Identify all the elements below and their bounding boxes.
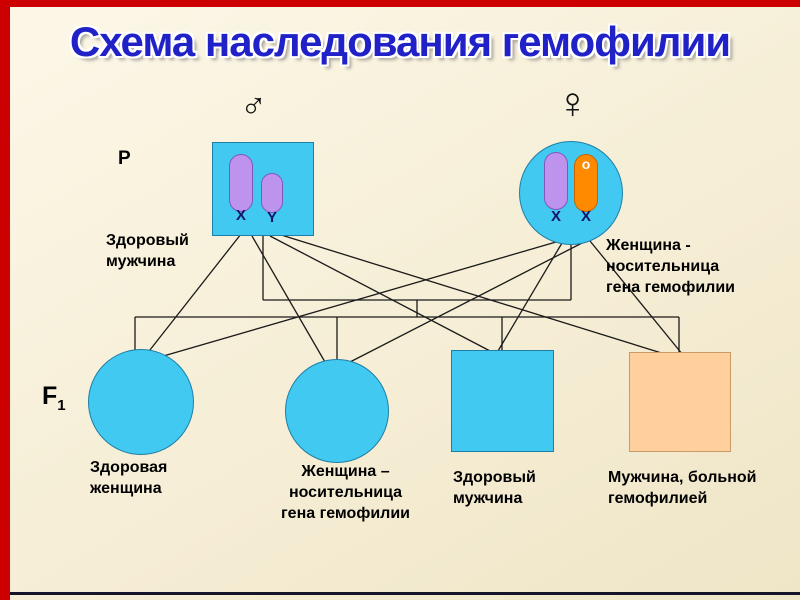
- female-symbol-icon: ♀: [556, 79, 589, 128]
- mother-carrier-x-chromosome: [574, 154, 598, 212]
- f1-base: F: [42, 382, 58, 410]
- mother-carrier-x-letter: X: [580, 208, 591, 225]
- father-y-letter: Y: [266, 209, 277, 226]
- top-red-bar: [0, 0, 800, 7]
- child-healthy-woman-label: Здоровая женщина: [90, 459, 168, 497]
- slide-title: Схема наследования гемофилии: [69, 18, 731, 65]
- child-carrier-woman-shape: [285, 359, 389, 463]
- child-affected-man-label: Мужчина, больной гемофилией: [608, 469, 757, 507]
- father-shape: X Y: [212, 142, 314, 236]
- father-label: Здоровый мужчина: [106, 232, 189, 270]
- child-affected-man-shape: [629, 352, 731, 452]
- mother-x-chromosome: [544, 152, 568, 210]
- father-x-chromosome: [229, 154, 253, 212]
- generation-f1-label: F1: [42, 382, 66, 414]
- child-carrier-woman-label: Женщина – носительница гена гемофилии: [281, 463, 410, 522]
- child-healthy-woman-shape: [88, 349, 194, 455]
- hemophilia-allele-marker: o: [581, 156, 591, 172]
- mother-label: Женщина - носительница гена гемофилии: [606, 237, 735, 296]
- child-healthy-man-label: Здоровый мужчина: [453, 469, 536, 507]
- left-red-bar: [0, 0, 10, 600]
- father-y-chromosome: [261, 173, 283, 213]
- mother-shape: o X X: [519, 141, 623, 245]
- f1-subscript: 1: [57, 397, 66, 414]
- father-x-letter: X: [235, 207, 246, 224]
- mother-x-letter: X: [550, 208, 561, 225]
- generation-p-label: Р: [118, 148, 131, 169]
- male-symbol-icon: ♂: [240, 85, 267, 126]
- bottom-rule: [10, 592, 800, 595]
- child-healthy-man-shape: [451, 350, 554, 452]
